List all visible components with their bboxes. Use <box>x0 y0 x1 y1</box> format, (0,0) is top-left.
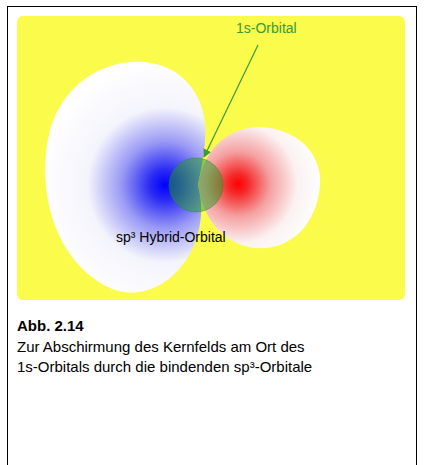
hybrid-label: sp³ Hybrid-Orbital <box>116 229 226 245</box>
yellow-panel <box>17 16 405 300</box>
s-orbital-circle <box>169 158 223 212</box>
orbital-label: 1s-Orbital <box>236 20 297 36</box>
figure-caption: Zur Abschirmung des Kernfelds am Ort des… <box>17 337 317 377</box>
leader-arrow <box>204 45 258 157</box>
caption-holder: Abb. 2.14Zur Abschirmung des Kernfelds a… <box>17 316 317 376</box>
figure-number: Abb. 2.14 <box>17 316 317 336</box>
label-holder: sp³ Hybrid-Orbital <box>116 229 226 245</box>
figure-frame <box>8 7 417 465</box>
label-holder: 1s-Orbital <box>236 20 297 36</box>
